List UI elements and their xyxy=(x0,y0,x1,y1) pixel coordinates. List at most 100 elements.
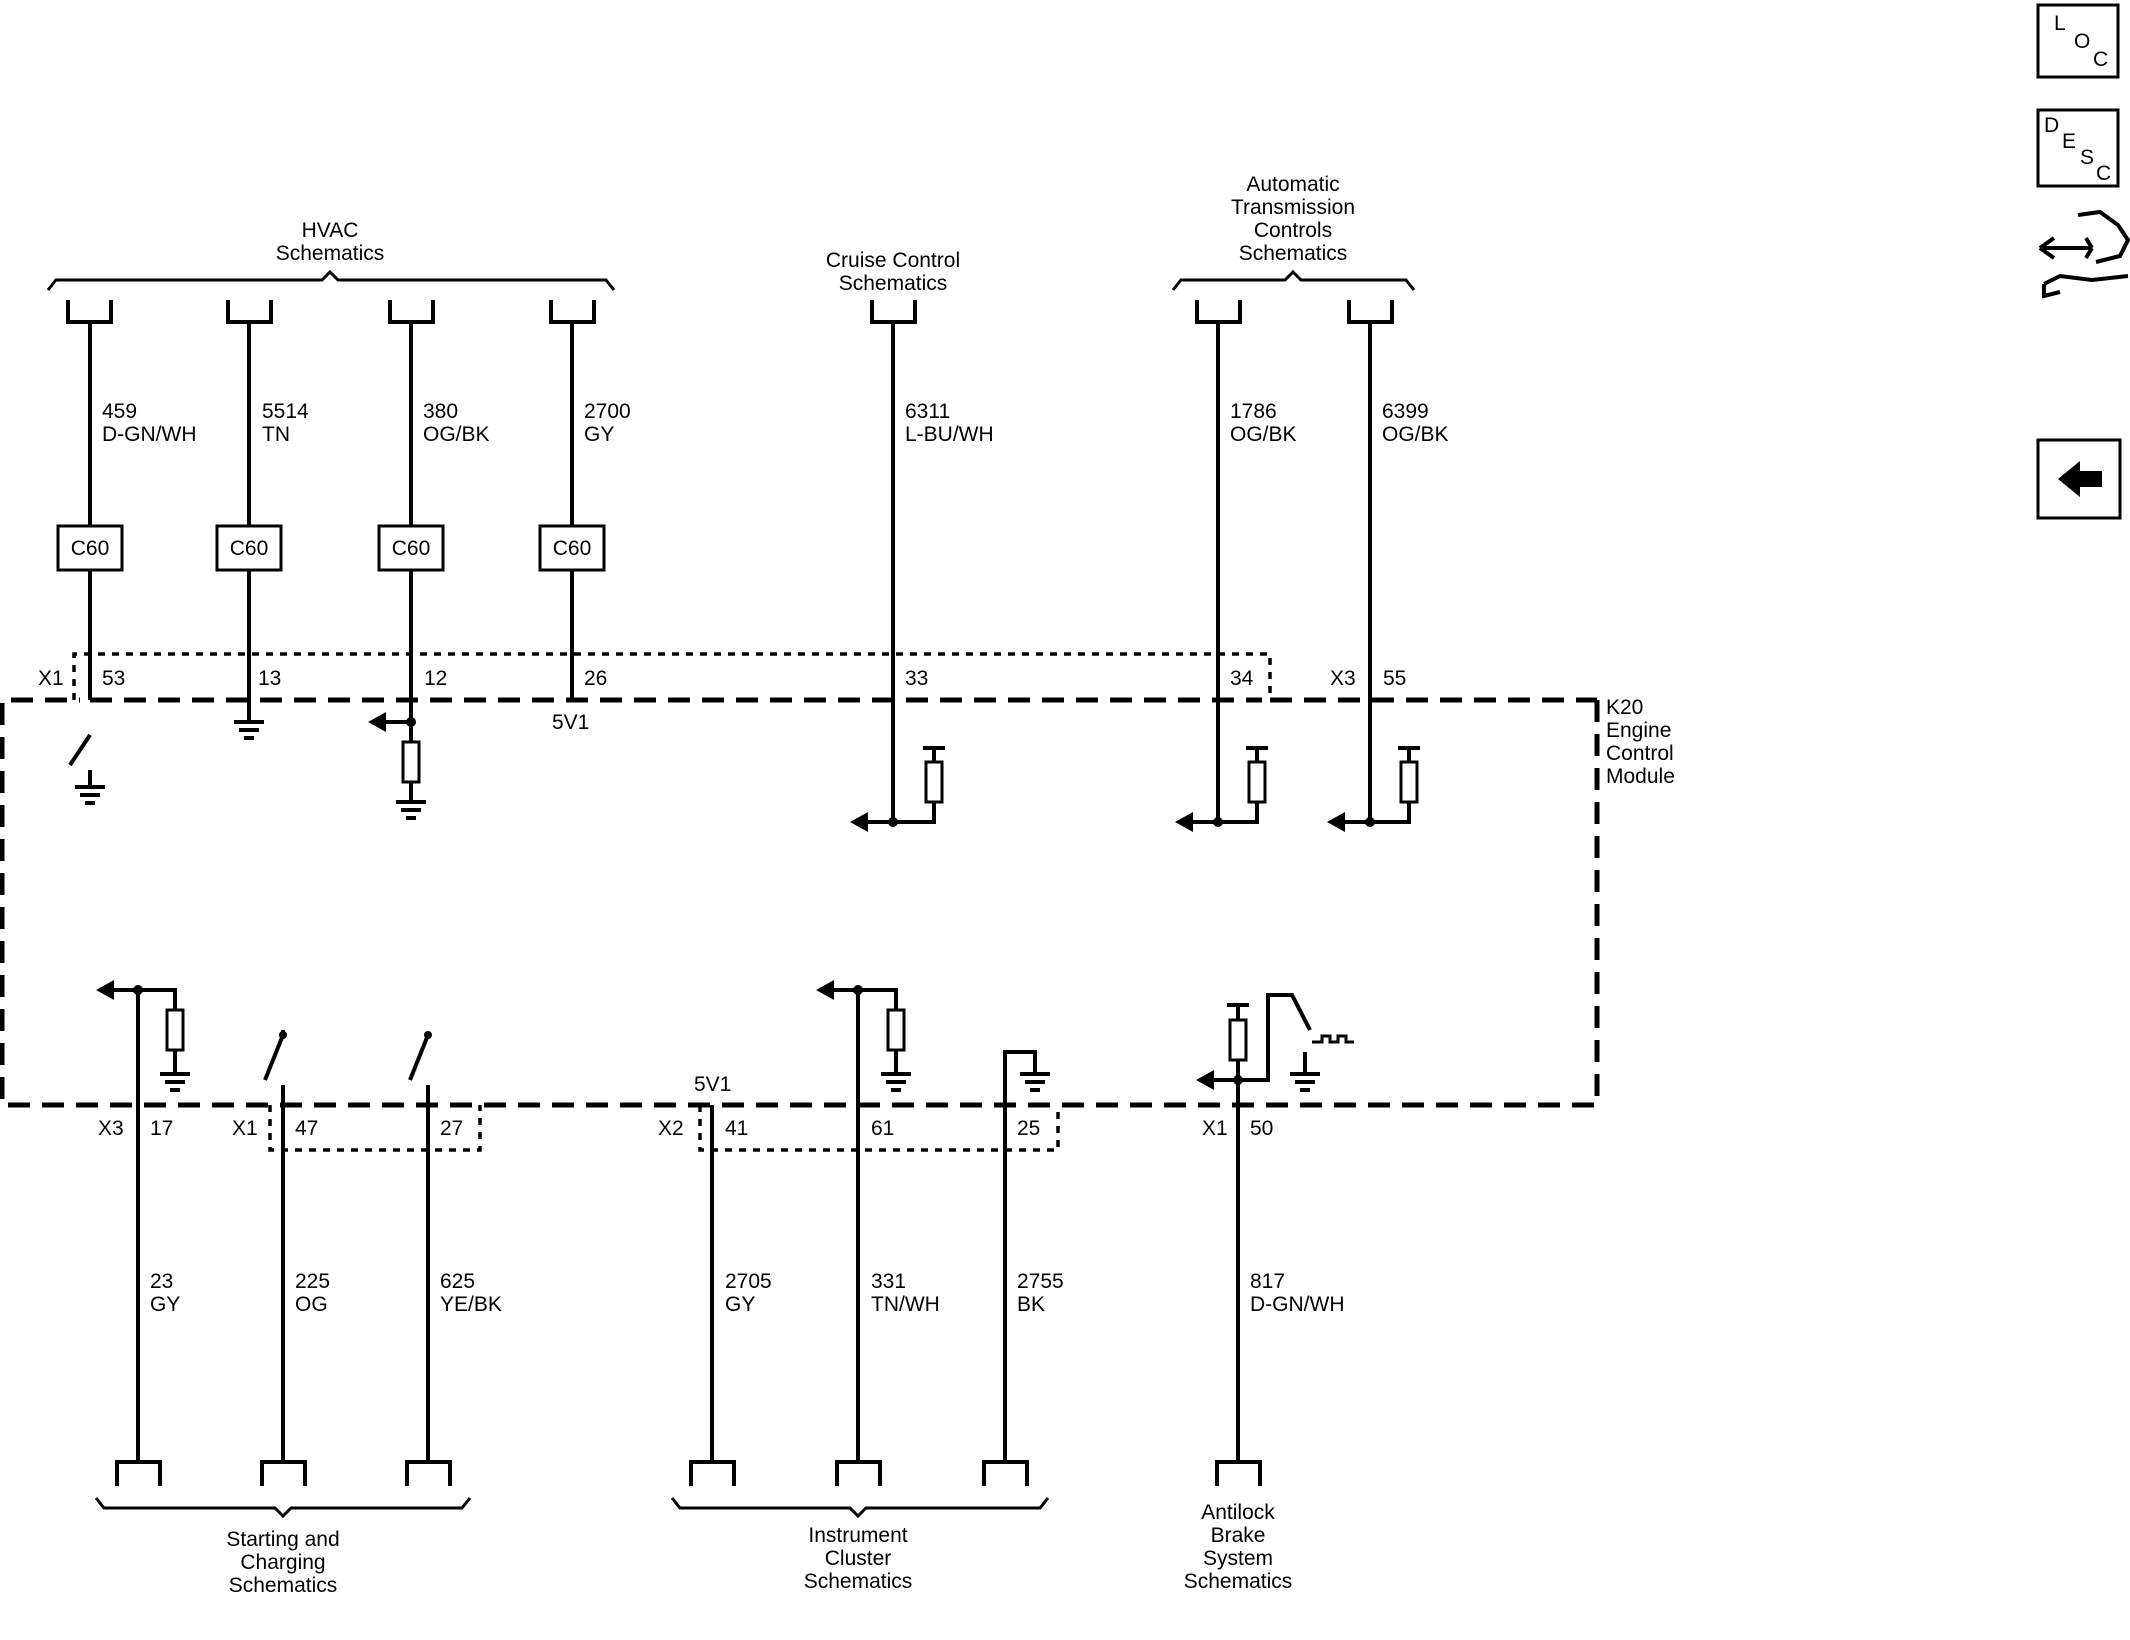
group-starting-line-1: Starting and xyxy=(226,1528,339,1551)
group-trans-line-4: Schematics xyxy=(1239,242,1348,265)
inline-connector-c60[interactable] xyxy=(56,524,124,572)
loc-letter-o: O xyxy=(2074,30,2090,53)
pin-number: 17 xyxy=(150,1117,173,1140)
connector-x3-bottom: X3 xyxy=(98,1117,124,1140)
wire-color-code: TN xyxy=(262,423,290,446)
group-cluster[interactable]: Instrument Cluster Schematics xyxy=(670,1497,1050,1593)
top-wire-5514[interactable]: 5514 TN C60 13 xyxy=(215,322,309,740)
wire-circuit-number: 225 xyxy=(295,1270,330,1293)
pin-number: 27 xyxy=(440,1117,463,1140)
group-trans-line-3: Controls xyxy=(1254,219,1332,242)
wire-color-code: GY xyxy=(725,1293,755,1316)
pin-number: 12 xyxy=(424,667,447,690)
wire-circuit-number: 2755 xyxy=(1017,1270,1064,1293)
connector-x1-bottom: X1 xyxy=(232,1117,258,1140)
wire-circuit-number: 6311 xyxy=(905,400,950,423)
inline-connector-c60[interactable] xyxy=(377,524,445,572)
group-cruise-line-1: Cruise Control xyxy=(826,249,960,272)
module-name-line-3: Control xyxy=(1606,742,1674,765)
connector-end-view-icon[interactable] xyxy=(2038,209,2130,299)
bottom-wire-225[interactable]: 47 225 OG xyxy=(263,1030,330,1460)
wire-color-code: GY xyxy=(584,423,614,446)
wire-color-code: GY xyxy=(150,1293,180,1316)
pin-number: 25 xyxy=(1017,1117,1040,1140)
module-boundary xyxy=(0,652,1600,1108)
back-button[interactable] xyxy=(2036,438,2122,520)
inline-connector-c60[interactable] xyxy=(215,524,283,572)
group-cluster-line-1: Instrument xyxy=(808,1524,907,1547)
bottom-wire-625[interactable]: 27 625 YE/BK xyxy=(408,1031,502,1460)
top-wire-380[interactable]: 380 OG/BK C60 12 xyxy=(368,322,490,820)
inline-connector-label: C60 xyxy=(230,537,269,560)
bottom-wire-23[interactable]: 17 23 GY xyxy=(96,980,190,1460)
inline-connector-c60[interactable] xyxy=(538,524,606,572)
bottom-wire-2705[interactable]: 5V1 41 2705 GY xyxy=(694,1073,772,1460)
pin-number: 53 xyxy=(102,667,125,690)
pin-number: 41 xyxy=(725,1117,748,1140)
pin-number: 61 xyxy=(871,1117,894,1140)
loc-button[interactable]: L O C xyxy=(2036,3,2120,79)
back-arrow-icon xyxy=(2058,461,2102,497)
bottom-connector-brackets xyxy=(268,1105,1060,1152)
pin-number: 26 xyxy=(584,667,607,690)
desc-button[interactable]: D E S C xyxy=(2036,108,2120,188)
connector-x1-top: X1 xyxy=(38,667,64,690)
module-name-line-1: K20 xyxy=(1606,696,1643,719)
group-cluster-line-3: Schematics xyxy=(804,1570,913,1593)
pin-number: 55 xyxy=(1383,667,1406,690)
top-wire-459[interactable]: 459 D-GN/WH C60 53 xyxy=(56,322,196,805)
group-cruise[interactable]: Cruise Control Schematics xyxy=(826,249,960,295)
top-wire-6311[interactable]: 6311 L-BU/WH 33 xyxy=(850,322,994,832)
group-abs-line-4: Schematics xyxy=(1184,1570,1293,1593)
connector-x2-bottom: X2 xyxy=(658,1117,684,1140)
group-abs-line-3: System xyxy=(1203,1547,1273,1570)
loc-letter-c: C xyxy=(2093,48,2108,71)
wire-color-code: OG/BK xyxy=(1382,423,1449,446)
top-connector-stubs xyxy=(66,300,1394,324)
wire-circuit-number: 331 xyxy=(871,1270,906,1293)
group-trans[interactable]: Automatic Transmission Controls Schemati… xyxy=(1171,173,1416,291)
desc-letter-s: S xyxy=(2080,146,2094,169)
desc-letter-d: D xyxy=(2044,114,2059,137)
top-wire-1786[interactable]: 1786 OG/BK 34 xyxy=(1175,322,1297,832)
wire-circuit-number: 625 xyxy=(440,1270,475,1293)
reference-voltage-5v1: 5V1 xyxy=(694,1073,731,1096)
group-cruise-line-2: Schematics xyxy=(839,272,948,295)
pin-number: 50 xyxy=(1250,1117,1273,1140)
group-starting-line-2: Charging xyxy=(240,1551,325,1574)
wire-color-code: BK xyxy=(1017,1293,1045,1316)
wire-color-code: YE/BK xyxy=(440,1293,502,1316)
bottom-wire-2755[interactable]: 25 2755 BK xyxy=(1003,1050,1064,1460)
group-hvac-line-2: Schematics xyxy=(276,242,385,265)
top-wire-6399[interactable]: 6399 OG/BK 55 xyxy=(1327,322,1449,832)
wire-circuit-number: 2700 xyxy=(584,400,631,423)
group-starting-line-3: Schematics xyxy=(229,1574,338,1597)
reference-voltage-5v1: 5V1 xyxy=(552,711,589,734)
wire-circuit-number: 5514 xyxy=(262,400,309,423)
bottom-wire-331[interactable]: 61 331 TN/WH xyxy=(816,980,940,1460)
wire-color-code: OG/BK xyxy=(423,423,490,446)
wire-color-code: OG xyxy=(295,1293,328,1316)
bottom-wire-817[interactable]: 50 817 D-GN/WH xyxy=(1196,993,1354,1460)
pin-number: 47 xyxy=(295,1117,318,1140)
group-abs[interactable]: Antilock Brake System Schematics xyxy=(1184,1501,1293,1593)
connector-x1-bottom-b: X1 xyxy=(1202,1117,1228,1140)
wire-color-code: D-GN/WH xyxy=(1250,1293,1344,1316)
wire-color-code: D-GN/WH xyxy=(102,423,196,446)
top-wire-2700[interactable]: 2700 GY C60 26 5V1 xyxy=(538,322,631,734)
wire-circuit-number: 459 xyxy=(102,400,137,423)
module-name-line-4: Module xyxy=(1606,765,1675,788)
wire-color-code: TN/WH xyxy=(871,1293,940,1316)
wire-circuit-number: 2705 xyxy=(725,1270,772,1293)
bottom-connector-stubs xyxy=(115,1460,1262,1486)
pin-number: 34 xyxy=(1230,667,1254,690)
wire-color-code: OG/BK xyxy=(1230,423,1297,446)
wire-circuit-number: 1786 xyxy=(1230,400,1277,423)
wire-circuit-number: 6399 xyxy=(1382,400,1429,423)
inline-connector-label: C60 xyxy=(71,537,110,560)
group-hvac[interactable]: HVAC Schematics xyxy=(46,219,616,291)
connector-x3-top: X3 xyxy=(1330,667,1356,690)
group-starting[interactable]: Starting and Charging Schematics xyxy=(94,1497,472,1597)
desc-letter-e: E xyxy=(2062,130,2076,153)
